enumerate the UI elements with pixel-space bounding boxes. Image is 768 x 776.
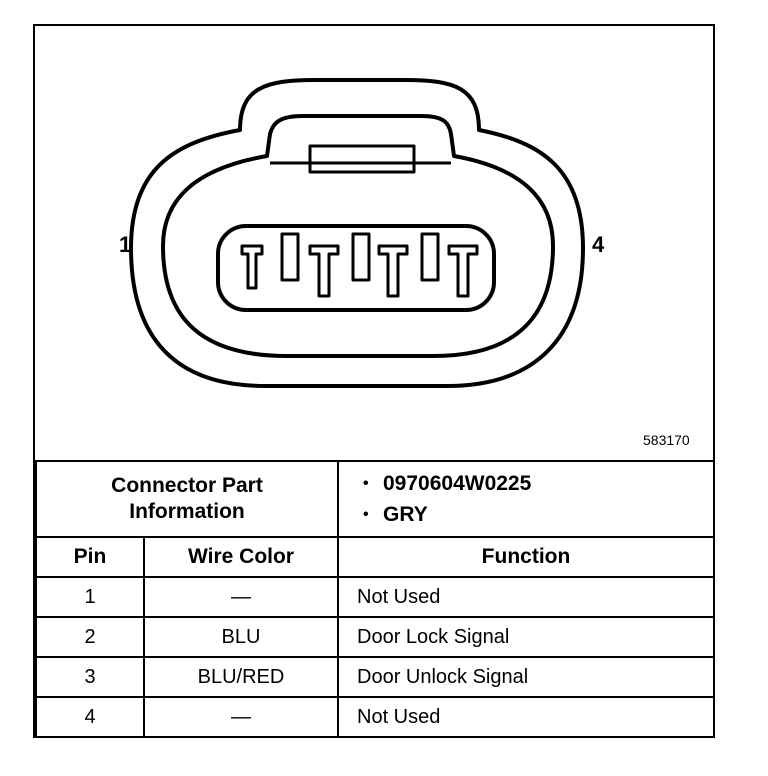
- terminal-3-pin: [420, 232, 440, 282]
- header-wire-color: Wire Color: [143, 536, 339, 578]
- table-row: 2 BLU Door Lock Signal: [35, 616, 715, 658]
- connector-part-number: 0970604W0225: [363, 468, 713, 499]
- pin-1-label: 1: [119, 232, 132, 257]
- table-header-row: Pin Wire Color Function: [35, 536, 715, 578]
- connector-color: GRY: [363, 499, 713, 530]
- function-cell: Door Lock Signal: [337, 616, 715, 658]
- latch-lock: [308, 144, 416, 174]
- connector-sheet: 1 4 583170 Connector Part Information 09…: [33, 24, 715, 738]
- terminal-2: [308, 244, 340, 298]
- pin-4-label: 4: [592, 232, 605, 257]
- table-row: 4 — Not Used: [35, 696, 715, 738]
- table-row: 1 — Not Used: [35, 576, 715, 618]
- connector-pinout-table: Connector Part Information 0970604W0225 …: [35, 460, 715, 738]
- terminal-3: [377, 244, 409, 298]
- wire-color-cell: BLU/RED: [143, 656, 339, 698]
- connector-part-info-label: Connector Part Information: [35, 460, 339, 538]
- connector-info-row: Connector Part Information 0970604W0225 …: [35, 460, 715, 538]
- pin-cell: 4: [35, 696, 145, 738]
- connector-label-line2: Information: [129, 500, 245, 523]
- wire-color-cell: BLU: [143, 616, 339, 658]
- table-row: 3 BLU/RED Door Unlock Signal: [35, 656, 715, 698]
- pin-cell: 2: [35, 616, 145, 658]
- connector-diagram: 1 4 583170: [35, 26, 713, 460]
- terminal-2-pin: [351, 232, 371, 282]
- wire-color-cell: —: [143, 696, 339, 738]
- terminal-1-pin: [280, 232, 300, 282]
- connector-housing-outline: [129, 78, 585, 388]
- pin-cell: 3: [35, 656, 145, 698]
- connector-inner-wall: [161, 114, 555, 358]
- wire-color-cell: —: [143, 576, 339, 618]
- connector-part-info-values: 0970604W0225 GRY: [337, 460, 715, 538]
- function-cell: Not Used: [337, 576, 715, 618]
- header-function: Function: [337, 536, 715, 578]
- terminal-1: [240, 244, 264, 290]
- terminal-cavity: [216, 224, 496, 312]
- connector-label-line1: Connector Part: [111, 474, 263, 497]
- header-pin: Pin: [35, 536, 145, 578]
- function-cell: Door Unlock Signal: [337, 656, 715, 698]
- figure-number: 583170: [643, 432, 690, 448]
- pin-cell: 1: [35, 576, 145, 618]
- function-cell: Not Used: [337, 696, 715, 738]
- terminal-4: [447, 244, 479, 298]
- connector-face-drawing: [129, 78, 585, 388]
